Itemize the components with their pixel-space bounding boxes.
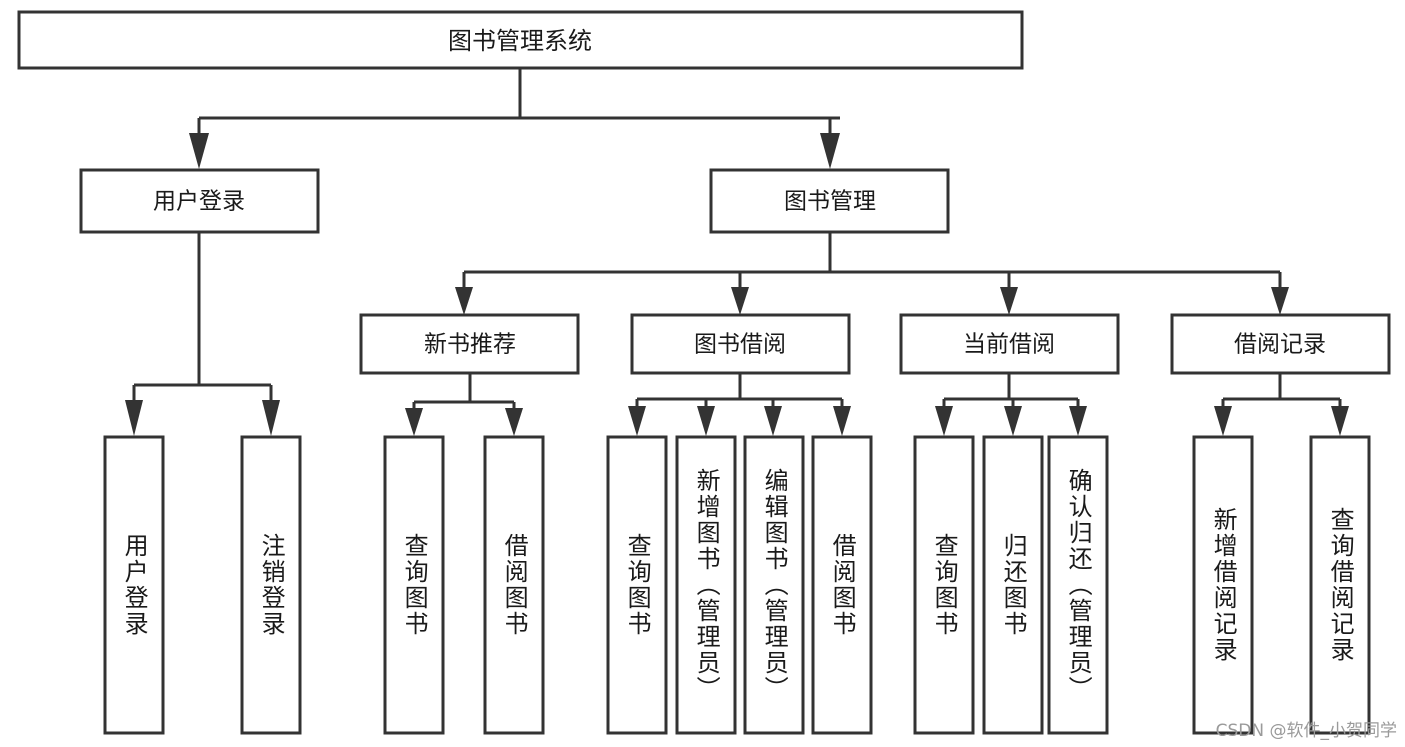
leaf-box-add-book[interactable]	[675, 435, 737, 735]
arrow-to-leaf-add-record	[1214, 406, 1232, 436]
edge-current-borrow-to-leaves	[935, 373, 1087, 436]
leaf-box-user-login[interactable]	[103, 435, 165, 735]
leaf-box-edit-book[interactable]	[743, 435, 805, 735]
leaf-box-confirm-return[interactable]	[1047, 435, 1109, 735]
arrow-to-leaf-query-book-nbr	[405, 408, 423, 436]
edge-borrow-record-to-leaves	[1214, 373, 1349, 436]
arrow-to-leaf-logout	[262, 400, 280, 436]
arrow-to-leaf-borrow-book-bb	[833, 406, 851, 436]
edge-new-book-recommend-to-leaves	[405, 373, 523, 436]
root-node-label: 图书管理系统	[448, 27, 592, 55]
arrow-to-leaf-edit-book	[764, 406, 782, 436]
arrow-to-leaf-return-book	[1004, 406, 1022, 436]
node-book-manage[interactable]: 图书管理	[709, 168, 950, 234]
arrow-to-leaf-query-book-bb	[628, 406, 646, 436]
arrow-to-new-book-recommend	[455, 287, 473, 315]
arrow-to-book-manage	[820, 133, 840, 169]
root-node-box[interactable]	[17, 10, 1024, 70]
edge-book-borrow-to-leaves	[628, 373, 851, 436]
book-manage-label: 图书管理	[784, 189, 876, 215]
leaf-box-logout[interactable]	[240, 435, 302, 735]
node-book-borrow[interactable]: 图书借阅	[630, 313, 851, 375]
node-user-login[interactable]: 用户登录	[79, 168, 320, 234]
arrow-to-leaf-borrow-book-nbr	[505, 408, 523, 436]
book-borrow-label: 图书借阅	[694, 332, 786, 358]
edge-root-to-level1	[189, 68, 840, 169]
csdn-watermark: CSDN @软件_小贺同学	[1215, 721, 1397, 741]
borrow-record-box[interactable]	[1170, 313, 1391, 375]
leaf-box-query-record[interactable]	[1309, 435, 1371, 735]
new-book-recommend-box[interactable]	[359, 313, 580, 375]
arrow-to-book-borrow	[731, 287, 749, 315]
node-borrow-record[interactable]: 借阅记录	[1170, 313, 1391, 375]
leaf-box-return-book[interactable]	[982, 435, 1044, 735]
leaf-box-borrow-book-nbr[interactable]	[483, 435, 545, 735]
leaf-box-query-book-nbr[interactable]	[383, 435, 445, 735]
user-login-label: 用户登录	[153, 189, 245, 215]
current-borrow-label: 当前借阅	[963, 332, 1055, 358]
arrow-to-leaf-user-login	[125, 400, 143, 436]
arrow-to-leaf-confirm-return	[1069, 406, 1087, 436]
arrow-to-leaf-query-book-cb	[935, 406, 953, 436]
arrow-to-borrow-record	[1271, 287, 1289, 315]
arrow-to-current-borrow	[1000, 287, 1018, 315]
leaf-box-query-book-bb[interactable]	[606, 435, 668, 735]
edge-user-login-to-leaves	[125, 232, 280, 436]
arrow-to-leaf-add-book	[697, 406, 715, 436]
node-current-borrow[interactable]: 当前借阅	[899, 313, 1120, 375]
arrow-to-user-login	[189, 133, 209, 169]
node-root-system[interactable]: 图书管理系统	[17, 10, 1024, 70]
book-borrow-box[interactable]	[630, 313, 851, 375]
book-manage-box[interactable]	[709, 168, 950, 234]
current-borrow-box[interactable]	[899, 313, 1120, 375]
leaf-box-query-book-cb[interactable]	[913, 435, 975, 735]
leaf-box-add-record[interactable]	[1192, 435, 1254, 735]
leaf-box-borrow-book-bb[interactable]	[811, 435, 873, 735]
edge-book-manage-to-level2	[455, 232, 1289, 315]
arrow-to-leaf-query-record	[1331, 406, 1349, 436]
node-new-book-recommend[interactable]: 新书推荐	[359, 313, 580, 375]
borrow-record-label: 借阅记录	[1234, 332, 1326, 358]
new-book-recommend-label: 新书推荐	[424, 332, 516, 358]
